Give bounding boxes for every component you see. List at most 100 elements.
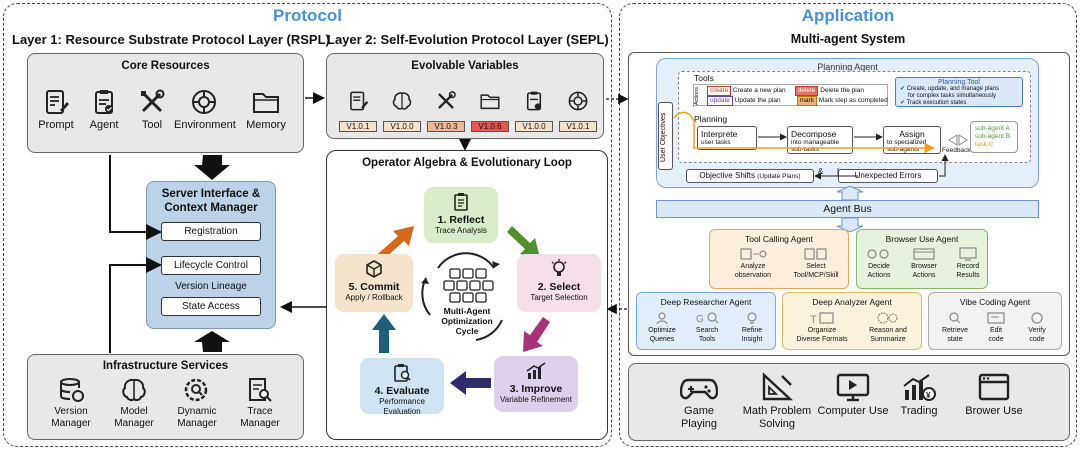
robot-cluster-icon [443,268,494,303]
protocol-region [3,3,612,447]
core-environment-label: Environment [174,119,236,131]
application-region [619,3,1077,447]
check-icon: ✔ [900,86,906,92]
planning-tool-title: Planning Tool [938,79,980,86]
deep-analyzer-step2: Reason and Summarize [857,311,919,344]
commit-title: 5. Commit [348,281,400,293]
vibe-coding-s3a: Verify [1028,327,1046,334]
improve-title: 3. Improve [509,383,563,395]
set-square-icon [762,372,794,401]
browser-use-title: Browser Use Agent [885,234,959,244]
planning-tool-b1: Create, update, and manage plans [906,86,1000,92]
brain-icon [122,378,146,402]
core-memory: Memory [238,88,294,132]
user-objectives-box: User Objectives [658,102,673,170]
app-brower-use: Brower Use [959,372,1029,418]
app-trading-l1: Trading [900,405,938,417]
delete-desc: Delete the plan [820,87,864,94]
deep-analyzer-title: Deep Analyzer Agent [812,297,892,307]
app-game-l2: Playing [680,418,718,430]
browser-use-step1: Decide Actions [859,247,899,280]
deep-researcher-s3a: Refine [741,327,763,334]
browser-use-s1a: Decide [868,263,890,270]
deep-analyzer-step1: T Organize Diverse Formats [789,311,855,344]
amp-label: & [818,167,824,176]
infra-dynamic-l2: Manager [177,418,217,429]
core-environment: Environment [174,88,236,132]
sub-agents-box: sub-agent A sub-agent B task C [970,121,1018,153]
svg-text:T: T [810,314,817,325]
box-cube-icon [366,260,382,278]
core-memory-label: Memory [246,119,286,131]
vibe-coding-step1: Retrieve state [935,311,975,344]
deep-researcher-s1b: Queries [649,335,675,343]
browser-use-s3a: Record [956,263,980,270]
deep-researcher-step3: Refine Insight [731,311,773,344]
commit-step: 5. Commit Apply / Rollback [335,254,413,312]
deep-analyzer-s1b: Diverse Formats [796,335,848,343]
core-agent: Agent [82,88,126,132]
chart-growth-icon [526,362,546,379]
interprete-sub: user tasks [701,139,731,146]
memory-folder-icon [253,93,279,113]
evolvable-prompt-icon [339,90,377,117]
browser-use-s2b: Actions [912,271,936,279]
decompose-sub1: into manageable [791,139,840,146]
decompose-box: Decompose into manageable sub-tasks [787,126,853,154]
tools-label: Tools [694,73,714,83]
core-prompt-label: Prompt [38,119,74,131]
infra-dynamic-l1: Dynamic [177,406,217,417]
browser-window-icon [978,373,1010,401]
browser-use-agent-card: Browser Use Agent Decide Actions Browser… [856,229,988,289]
vibe-coding-step3: Verify code [1017,311,1057,344]
deep-researcher-s2b: Tools [698,335,716,343]
application-title: Application [801,6,895,25]
version-chip: V1.0.6 [471,121,509,132]
core-prompt: Prompt [34,88,78,132]
version-chip: V1.0.0 [383,121,421,132]
infra-version-l2: Manager [51,418,91,429]
reflect-title: 1. Reflect [437,214,485,226]
record-monitor-icon [959,247,977,261]
svg-text:¥: ¥ [926,391,931,400]
infra-model-l2: Manager [114,418,154,429]
assign-sub1: to specialized [887,139,927,146]
app-math-l1: Math Problem [742,405,812,417]
browser-use-s2a: Browser [911,263,937,270]
decompose-title: Decompose [791,129,837,139]
vibe-coding-s2a: Edit [989,327,1003,334]
arrow-improve-to-evaluate [450,371,491,395]
interprete-title: Interprete [701,129,738,139]
retrieve-search-icon [949,312,961,324]
trading-chart-icon: ¥ [903,374,936,401]
assign-title: Assign [899,129,925,139]
evolvable-environment-icon [559,90,597,117]
app-computer-use: Computer Use [811,372,895,418]
browser-use-step3: Record Results [949,247,987,280]
deep-researcher-s1a: Optimize [648,327,676,334]
version-chip: V1.0.1 [559,121,597,132]
select-sub: Target Selection [530,293,588,302]
infra-trace-l2: Manager [240,418,280,429]
planning-tool-box: Planning Tool ✔ Create, update, and mana… [895,77,1023,107]
update-desc: Update the plan [734,97,781,104]
operator-loop-title: Operator Algebra & Evolutionary Loop [362,157,572,169]
deep-researcher-step1: Optimize Queries [641,311,683,344]
decompose-sub2: sub-tasks [791,146,819,153]
search-tools-icon: G [696,312,719,325]
loop-arrows [372,226,550,395]
analyze-icon [740,248,767,260]
protocol-to-app-connectors [606,93,629,315]
reason-gears-icon [877,312,898,324]
delete-tag: delete [794,86,819,96]
layer1-title: Layer 1: Resource Substrate Protocol Lay… [12,32,330,47]
reflect-step: 1. Reflect Trace Analysis [424,187,498,243]
verify-icon [1031,312,1043,324]
interprete-box: Interprete user tasks [697,126,757,150]
prompt-icon [46,90,69,114]
app-trading: ¥ Trading [887,372,951,418]
app-game-playing: Game Playing [667,372,731,431]
tool-calling-step2: Select Tool/MCP/Skill [786,247,846,280]
